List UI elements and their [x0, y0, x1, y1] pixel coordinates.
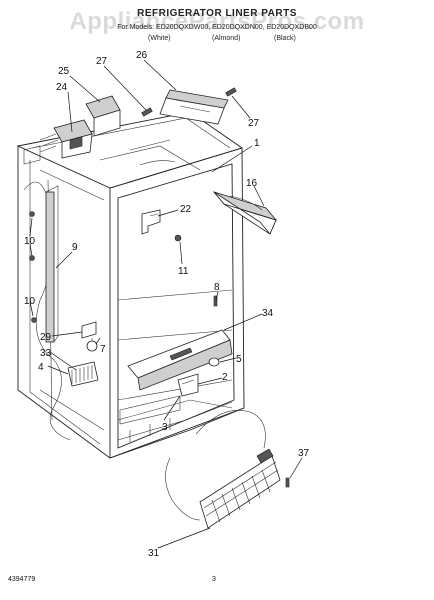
callout-4: 4	[38, 362, 44, 373]
callout-10-upper: 10	[24, 236, 36, 247]
control-housing	[39, 95, 121, 159]
watermark: AppliancePartsPros.com	[69, 8, 365, 35]
variant-white: (White)	[148, 35, 171, 42]
callout-1: 1	[254, 138, 260, 149]
callout-16: 16	[246, 178, 258, 189]
light-housing	[127, 329, 233, 391]
callout-25: 25	[58, 66, 70, 77]
callout-10-lower: 10	[24, 296, 36, 307]
socket-and-bulb	[81, 321, 98, 352]
callout-27-top: 27	[96, 56, 108, 67]
bracket-22	[141, 209, 161, 235]
screw-8	[213, 295, 218, 307]
variant-almond: (Almond)	[212, 35, 241, 42]
callout-3: 3	[162, 422, 168, 433]
callout-37: 37	[298, 448, 310, 459]
page-number: 3	[212, 576, 216, 583]
callout-labels: 25 24 27 26 27 1 16 22 11 10 9 10 8 34 2…	[24, 50, 310, 559]
callout-8: 8	[214, 282, 220, 293]
bracket-2	[177, 373, 199, 397]
callout-29: 29	[40, 332, 52, 343]
callout-9: 9	[72, 242, 78, 253]
diagram-title: REFRIGERATOR LINER PARTS	[137, 8, 297, 19]
callout-22: 22	[180, 204, 192, 215]
callout-27-right: 27	[248, 118, 260, 129]
heater-assembly	[165, 410, 281, 529]
duct-cover	[212, 191, 278, 235]
document-number: 4394779	[8, 576, 36, 583]
callout-33: 33	[40, 348, 52, 359]
screw-37	[285, 477, 290, 488]
callout-24: 24	[56, 82, 68, 93]
callout-7: 7	[100, 344, 106, 355]
model-numbers: For Models: ED20DQXDW00, ED20DQXDN00, ED…	[117, 24, 317, 31]
switch-block	[67, 361, 99, 387]
callout-34: 34	[262, 308, 274, 319]
variant-black: (Black)	[274, 35, 296, 42]
callout-2: 2	[222, 372, 228, 383]
nut-5	[208, 357, 220, 367]
callout-31: 31	[148, 548, 160, 559]
refrigerator-liner	[16, 111, 245, 459]
callout-5: 5	[236, 354, 242, 365]
callout-26: 26	[136, 50, 148, 61]
light-shield	[159, 89, 229, 125]
screw-11	[174, 234, 182, 242]
screw-27b	[225, 87, 237, 97]
screw-27a	[141, 107, 153, 117]
leader-lines	[29, 59, 303, 549]
callout-11: 11	[178, 266, 189, 277]
